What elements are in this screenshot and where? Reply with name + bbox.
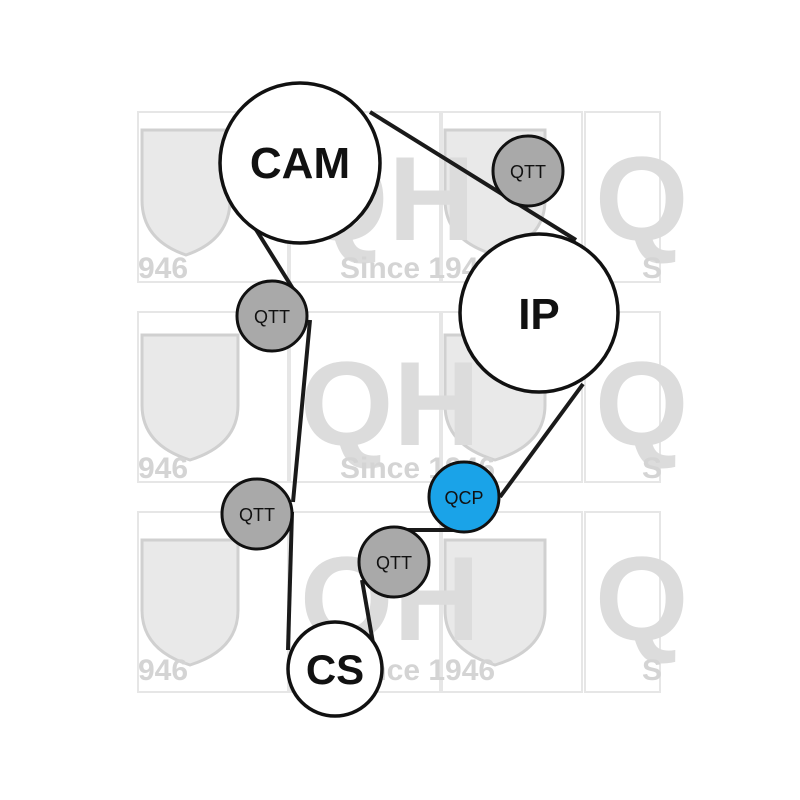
qtt-tensioner-left-upper: QTT (235, 279, 309, 353)
watermark-layer: QH QH QH Q Q Q Since 1946 Since 1946 Sin… (137, 111, 688, 693)
watermark-brand-fragment: Q (595, 132, 688, 266)
watermark-tagline-fragment: S (642, 252, 662, 285)
watermark-brand: QH (300, 337, 480, 471)
qtt-left-lower-wheel (220, 477, 294, 551)
watermark-tile-frame (584, 111, 661, 283)
belt-segment (498, 382, 585, 499)
qtt-left-upper-wheel (235, 279, 309, 353)
belt-segment (286, 511, 294, 651)
qcp-label: QCP (444, 488, 483, 508)
qtt-left-upper-label: QTT (254, 307, 290, 327)
ip-label: IP (518, 290, 560, 339)
cam-pulley-wheel (218, 81, 382, 245)
qtt-bottom-right-wheel (357, 525, 431, 599)
qtt-tensioner-left-lower: QTT (220, 477, 294, 551)
qcp-water-pump: QCP (427, 460, 501, 534)
watermark-tile-frame (289, 311, 441, 483)
cam-label: CAM (250, 139, 350, 188)
qtt-top-right-wheel (491, 134, 565, 208)
ip-pulley: IP (458, 232, 620, 394)
qcp-wheel (427, 460, 501, 534)
watermark-tagline-fragment: 946 (138, 252, 188, 285)
watermark-tagline-fragment: S (642, 654, 662, 687)
qtt-tensioner-top-right: QTT (491, 134, 565, 208)
watermark-shield-icon (140, 538, 240, 667)
watermark-tagline-fragment: 946 (138, 452, 188, 485)
watermark-brand-fragment: Q (595, 337, 688, 471)
qtt-top-right-label: QTT (510, 162, 546, 182)
watermark-shield-icon (140, 128, 232, 257)
watermark-tile-frame (584, 511, 661, 693)
qtt-left-lower-label: QTT (239, 505, 275, 525)
belt-segment (291, 319, 312, 503)
watermark-brand-fragment: Q (595, 532, 688, 666)
watermark-tile-frame (584, 311, 661, 483)
watermark-tile-frame (441, 511, 583, 693)
cs-pulley: CS (286, 620, 384, 718)
qtt-bottom-right-label: QTT (376, 553, 412, 573)
ip-pulley-wheel (458, 232, 620, 394)
cam-pulley: CAM (218, 81, 382, 245)
qtt-tensioner-bottom-right: QTT (357, 525, 431, 599)
watermark-tagline-fragment: S (642, 452, 662, 485)
watermark-shield-icon (443, 538, 547, 667)
watermark-tagline-fragment: 946 (138, 654, 188, 687)
cs-label: CS (306, 646, 364, 693)
watermark-shield-icon (140, 333, 240, 462)
cs-pulley-wheel (286, 620, 384, 718)
watermark-tile-frame (137, 311, 289, 483)
belt-segment (368, 110, 578, 242)
